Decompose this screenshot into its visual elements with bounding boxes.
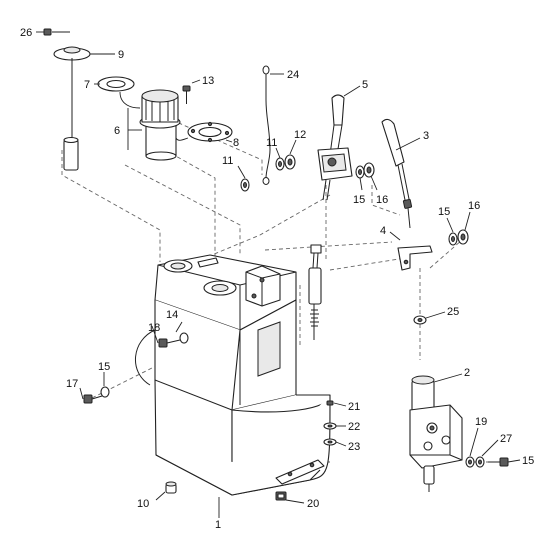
- clip-25: [275, 491, 287, 501]
- callout-15-left-upper: 14: [166, 309, 178, 321]
- screw-22: [326, 400, 334, 420]
- callout-8: 8: [233, 137, 239, 149]
- washer-11-left: [240, 178, 250, 192]
- callout-25: 20: [307, 498, 319, 510]
- callout-11-right: 11: [266, 137, 277, 149]
- callout-22: 21: [348, 401, 360, 413]
- callout-15-left-lower: 15: [98, 361, 110, 373]
- callout-5: 5: [362, 79, 368, 91]
- bolt-18: [158, 338, 181, 348]
- callout-14: 15: [522, 455, 534, 467]
- washer-15-right: [448, 232, 458, 246]
- callout-13: 13: [202, 75, 214, 87]
- screw-13: [182, 85, 191, 104]
- fuel-tank-housing: [135, 254, 331, 496]
- callout-7: 7: [84, 79, 90, 91]
- callout-19: 24: [287, 69, 299, 81]
- callout-20: 26: [20, 27, 32, 39]
- washer-15-left-lower: [100, 386, 110, 398]
- callout-leaders: [36, 31, 521, 518]
- callout-15-right: 15: [438, 206, 450, 218]
- lever-handle: [381, 118, 413, 229]
- washer-27: [475, 456, 485, 468]
- callout-3: 3: [423, 130, 429, 142]
- washer-23: [323, 422, 337, 430]
- drain-plug-10: [165, 481, 177, 494]
- callout-21: 25: [447, 306, 459, 318]
- nut-16-right: [457, 229, 469, 245]
- bolt-14: [488, 457, 509, 467]
- callout-12: 12: [294, 129, 306, 141]
- screw-20: [43, 28, 70, 36]
- callout-1: 1: [215, 519, 221, 531]
- callout-9: 9: [118, 49, 124, 61]
- washer-15-left-upper: [179, 332, 189, 344]
- callout-4: 4: [380, 225, 386, 237]
- callout-26: 19: [475, 416, 487, 428]
- callout-15-top: 15: [353, 194, 365, 206]
- callout-16-right: 16: [468, 200, 480, 212]
- mounting-plate-24: [275, 459, 325, 485]
- nut-21: [413, 315, 427, 325]
- throttle-cable: [262, 65, 271, 185]
- washer-26: [465, 456, 475, 468]
- control-valve: [409, 375, 463, 492]
- callout-23: 22: [348, 421, 360, 433]
- fuel-gauge-sender: [53, 46, 91, 171]
- washer-15-top: [355, 165, 365, 179]
- callout-16-top: 16: [376, 194, 388, 206]
- callout-24: 23: [348, 441, 360, 453]
- nut-16-top: [363, 162, 375, 178]
- control-rod: [308, 244, 322, 340]
- washer-24: [323, 438, 337, 446]
- bracket-4: [397, 245, 433, 271]
- washer-11-right: [275, 157, 285, 171]
- callout-2: 2: [464, 367, 470, 379]
- filler-neck: [139, 89, 181, 161]
- gasket-ring-7: [97, 76, 135, 92]
- control-lever: [317, 94, 353, 201]
- callout-18: 18: [148, 322, 160, 334]
- callout-27: 27: [500, 433, 512, 445]
- gasket-plate-8: [187, 121, 233, 143]
- bolt-17: [83, 394, 103, 404]
- callout-10: 10: [137, 498, 149, 510]
- callout-6: 6: [114, 125, 120, 137]
- callout-labels: 26 9 7 6 13 8 24 5 3 11 11 12 15 16 15 1…: [20, 27, 534, 531]
- callout-17: 17: [66, 378, 78, 390]
- nut-12: [284, 154, 296, 170]
- callout-11-left: 11: [222, 155, 233, 167]
